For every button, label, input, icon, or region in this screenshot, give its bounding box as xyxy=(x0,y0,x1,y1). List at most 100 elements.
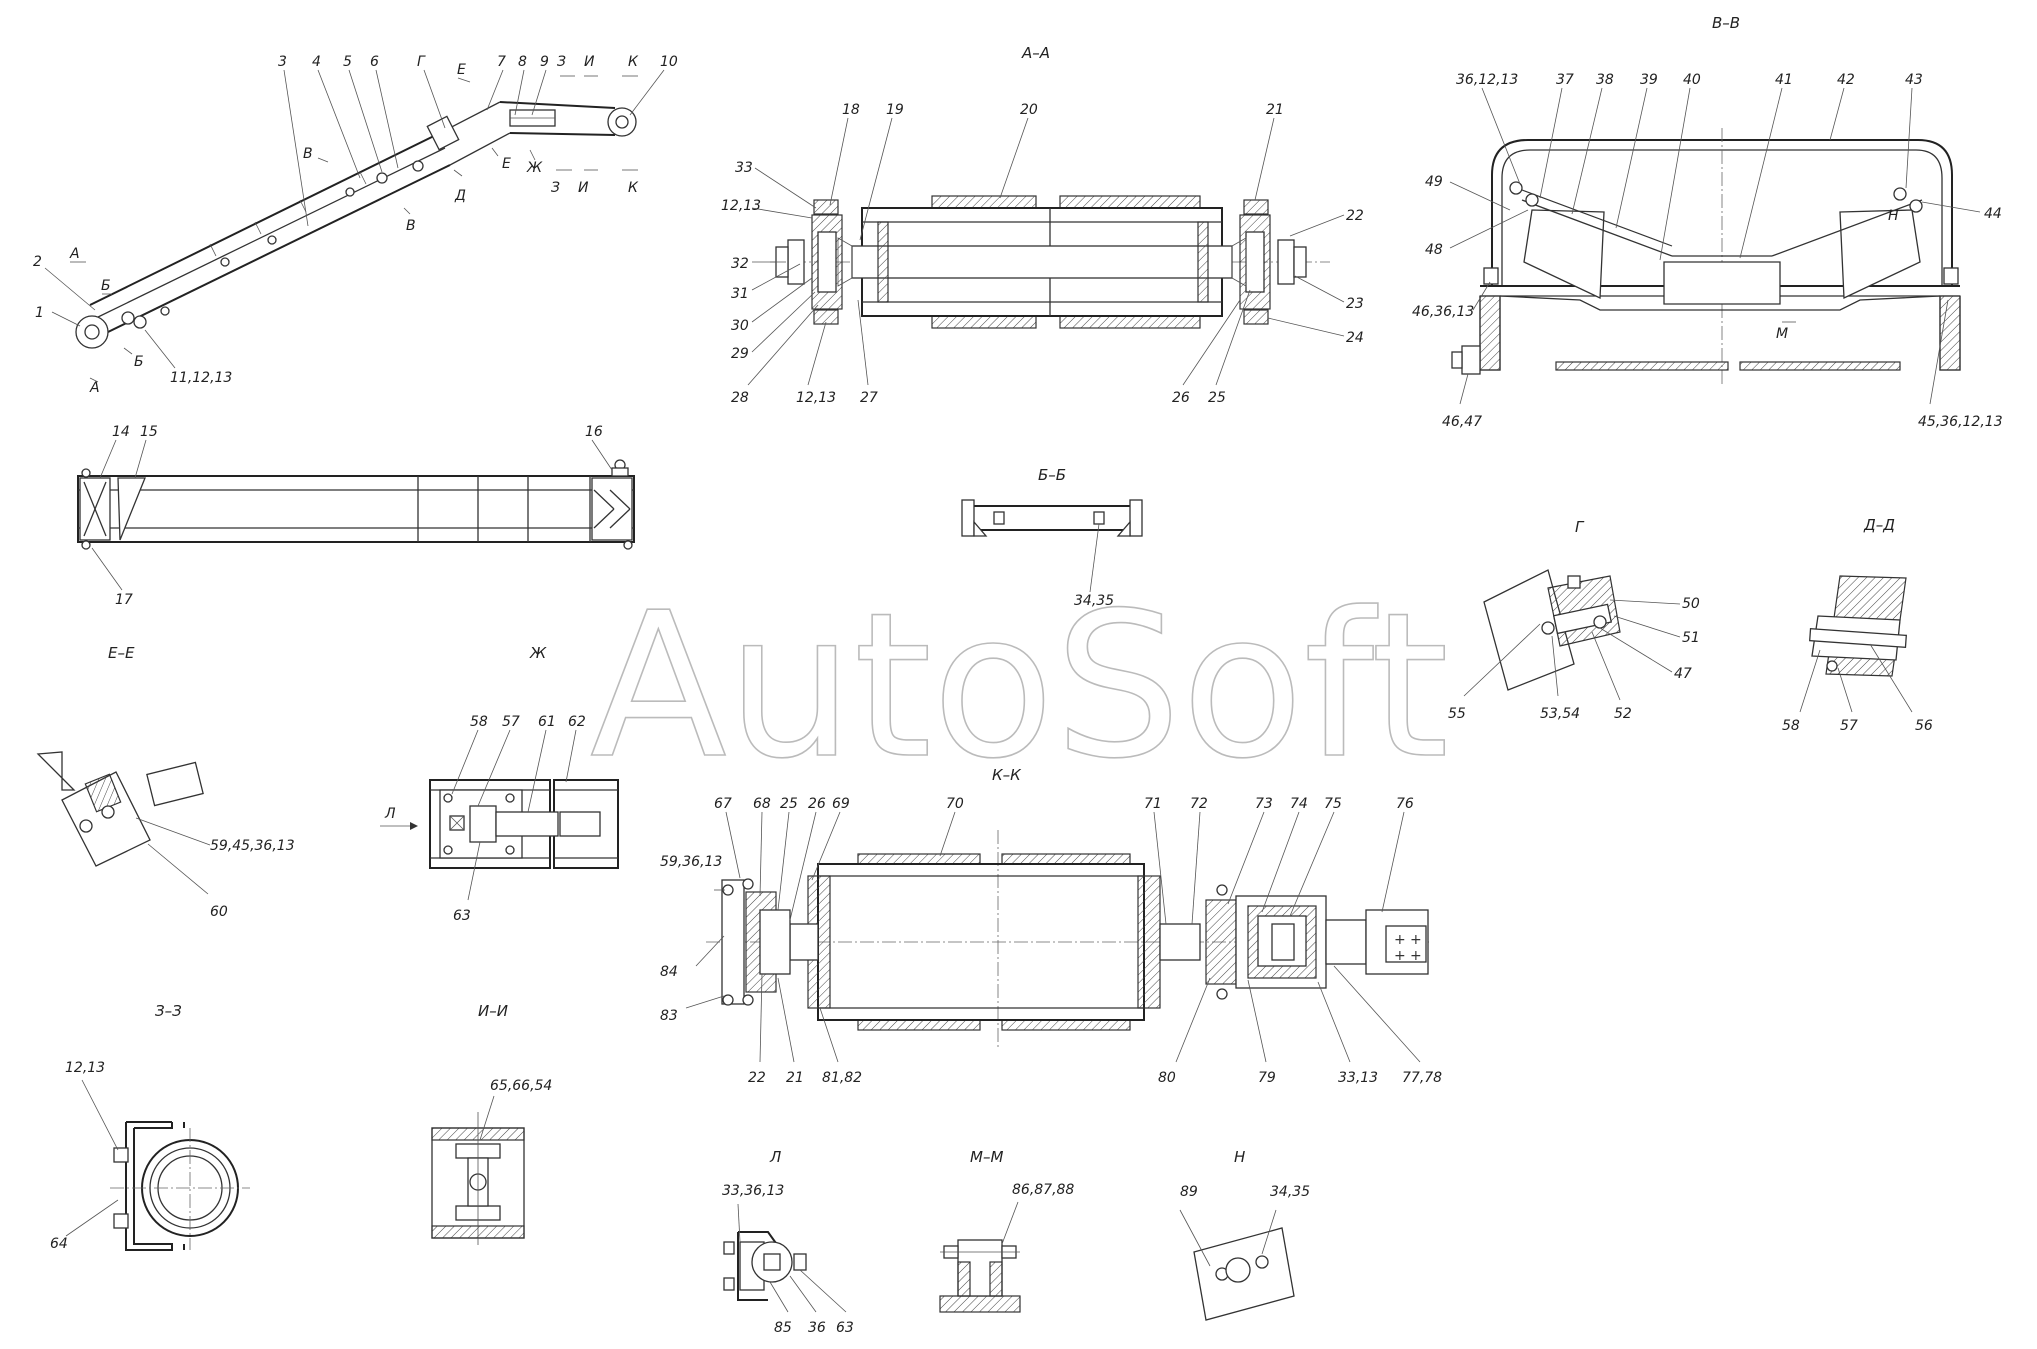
callout-label: 8 xyxy=(518,54,527,70)
plan-view xyxy=(77,459,635,550)
callout-label: 23 xyxy=(1346,296,1364,312)
view-aa xyxy=(770,195,1330,329)
callout-label: 47 xyxy=(1674,666,1692,682)
callout-label: 39 xyxy=(1640,72,1658,88)
view-zh-callouts: 58 57 61 62 63 xyxy=(451,714,586,924)
callout-label: 36,12,13 xyxy=(1456,72,1518,88)
callout-label: 57 xyxy=(502,714,520,730)
view-n: 89 34,35 xyxy=(1179,1184,1310,1321)
callout-label: 53,54 xyxy=(1540,706,1580,722)
callout-label: Ж xyxy=(526,160,543,176)
view-vv-callouts: 36,12,13 37 38 39 40 41 42 43 44 Н 49 48… xyxy=(1412,72,2003,430)
callout-label: 32 xyxy=(731,256,749,272)
view-kk-callouts: 67 68 25 26 69 70 71 72 73 74 75 76 59,3… xyxy=(660,796,1442,1086)
callout-label: 43 xyxy=(1905,72,1923,88)
callout-label: 33 xyxy=(735,160,753,176)
view-title-l: Л xyxy=(769,1148,781,1166)
callout-label: 52 xyxy=(1614,706,1632,722)
callout-label: 50 xyxy=(1682,596,1700,612)
callout-label: 56 xyxy=(1915,718,1933,734)
callout-label: 21 xyxy=(1266,102,1284,118)
callout-label: 74 xyxy=(1290,796,1308,812)
callout-label: 80 xyxy=(1158,1070,1176,1086)
callout-label: 34,35 xyxy=(1074,593,1114,609)
callout-label: 12,13 xyxy=(721,198,761,214)
callout-label: 57 xyxy=(1840,718,1858,734)
view-bb: 34,35 xyxy=(961,499,1143,609)
callout-label: 20 xyxy=(1020,102,1038,118)
svg-text:+: + xyxy=(1394,932,1406,948)
callout-label: 27 xyxy=(860,390,878,406)
svg-text:+: + xyxy=(1394,948,1406,964)
view-g-callouts: 50 51 47 52 53,54 55 xyxy=(1448,596,1700,722)
view-title-vv: В–В xyxy=(1712,14,1740,32)
callout-label: 30 xyxy=(731,318,749,334)
callout-label: 46,36,13 xyxy=(1412,304,1474,320)
view-title-ii: И–И xyxy=(478,1002,508,1020)
callout-label: 3 xyxy=(278,54,287,70)
svg-text:+: + xyxy=(1410,948,1422,964)
view-vv xyxy=(1451,128,1961,384)
view-kk: + + + + xyxy=(706,830,1430,1050)
callout-label: 33,13 xyxy=(1338,1070,1378,1086)
callout-label: 17 xyxy=(115,592,133,608)
view-aa-callouts: 18 19 20 21 22 23 24 25 26 27 12,13 28 2… xyxy=(721,102,1364,406)
plan-view-callouts: 14 15 16 17 xyxy=(91,424,613,608)
callout-label: Е xyxy=(457,62,466,78)
callout-label: 1 xyxy=(35,305,44,321)
callout-label: 22 xyxy=(748,1070,766,1086)
callout-label: 60 xyxy=(210,904,228,920)
view-title-bb: Б–Б xyxy=(1038,466,1066,484)
callout-label: 38 xyxy=(1596,72,1614,88)
callout-label: 70 xyxy=(946,796,964,812)
callout-label: 65,66,54 xyxy=(490,1078,552,1094)
callout-label: 26 xyxy=(808,796,826,812)
callout-label: К xyxy=(628,180,639,196)
callout-label: 40 xyxy=(1683,72,1701,88)
callout-label: 55 xyxy=(1448,706,1466,722)
callout-label: 29 xyxy=(731,346,749,362)
view-ee: 59,45,36,13 60 xyxy=(36,751,295,920)
callout-label: 63 xyxy=(453,908,471,924)
view-zz: 12,13 64 xyxy=(50,1060,250,1252)
callout-label: 69 xyxy=(832,796,850,812)
callout-label: В xyxy=(303,146,313,162)
callout-label: 41 xyxy=(1775,72,1793,88)
callout-label: 25 xyxy=(780,796,798,812)
callout-label: 77,78 xyxy=(1402,1070,1442,1086)
callout-label: 89 xyxy=(1180,1184,1198,1200)
view-title-n: Н xyxy=(1234,1148,1245,1166)
callout-label: 45,36,12,13 xyxy=(1918,414,2003,430)
callout-label: 5 xyxy=(343,54,352,70)
callout-label: Н xyxy=(1888,208,1899,224)
callout-label: 7 xyxy=(497,54,506,70)
callout-label: А xyxy=(89,380,100,396)
callout-label: 58 xyxy=(470,714,488,730)
callout-label: Г xyxy=(417,54,426,70)
callout-label: 84 xyxy=(660,964,678,980)
callout-label: 21 xyxy=(786,1070,804,1086)
callout-label: 36 xyxy=(808,1320,826,1336)
callout-label: 31 xyxy=(731,286,749,302)
view-l: 33,36,13 85 36 63 xyxy=(722,1183,854,1336)
callout-label: 58 xyxy=(1782,718,1800,734)
callout-label: З xyxy=(557,54,566,70)
callout-label: 42 xyxy=(1837,72,1855,88)
callout-label: 2 xyxy=(33,254,42,270)
callout-label: Е xyxy=(502,156,511,172)
callout-label: 19 xyxy=(886,102,904,118)
callout-label: 15 xyxy=(140,424,158,440)
callout-label: 86,87,88 xyxy=(1012,1182,1074,1198)
view-title-ee: Е–Е xyxy=(108,644,135,662)
callout-label: А xyxy=(69,246,80,262)
callout-label: 24 xyxy=(1346,330,1364,346)
callout-label: 64 xyxy=(50,1236,68,1252)
callout-label: 33,36,13 xyxy=(722,1183,784,1199)
view-title-zh: Ж xyxy=(529,644,547,662)
callout-label: 61 xyxy=(538,714,556,730)
callout-label: 12,13 xyxy=(796,390,836,406)
callout-label: 59,36,13 xyxy=(660,854,722,870)
callout-label: 83 xyxy=(660,1008,678,1024)
callout-label: 51 xyxy=(1682,630,1700,646)
view-title-mm: М–М xyxy=(970,1148,1003,1166)
